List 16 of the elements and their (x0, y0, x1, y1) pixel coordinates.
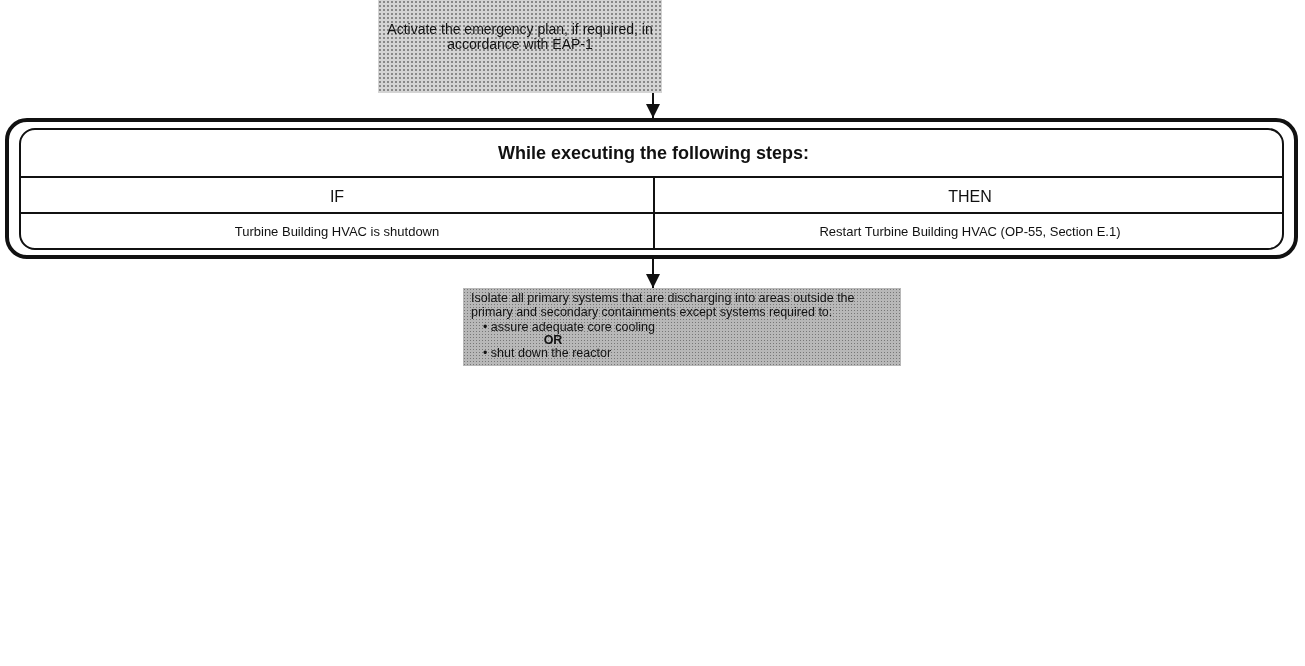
arrow (646, 92, 660, 119)
step-text: Isolate all primary systems that are discharging into areas outside the primary and secondary containments except systems required to: (471, 292, 856, 320)
arrow (646, 258, 660, 289)
bullet-item: • assure adequate core cooling (483, 321, 656, 335)
step-text: Activate the emergency plan, if required, in accordance with EAP-1 (386, 22, 654, 53)
table-box (19, 128, 1284, 250)
frame-box (5, 118, 1298, 259)
table-heading: While executing the following steps: (497, 144, 810, 164)
process-box (378, 0, 662, 93)
column-header: THEN (947, 188, 993, 206)
process-box (463, 288, 901, 366)
connector-word: OR (543, 334, 563, 348)
table-cell-text: Turbine Building HVAC is shutdown (233, 224, 441, 239)
bullet-item: • shut down the reactor (483, 347, 613, 361)
column-header: IF (328, 188, 346, 206)
table-cell-text: Restart Turbine Building HVAC (OP-55, Section E.1) (818, 224, 1122, 239)
